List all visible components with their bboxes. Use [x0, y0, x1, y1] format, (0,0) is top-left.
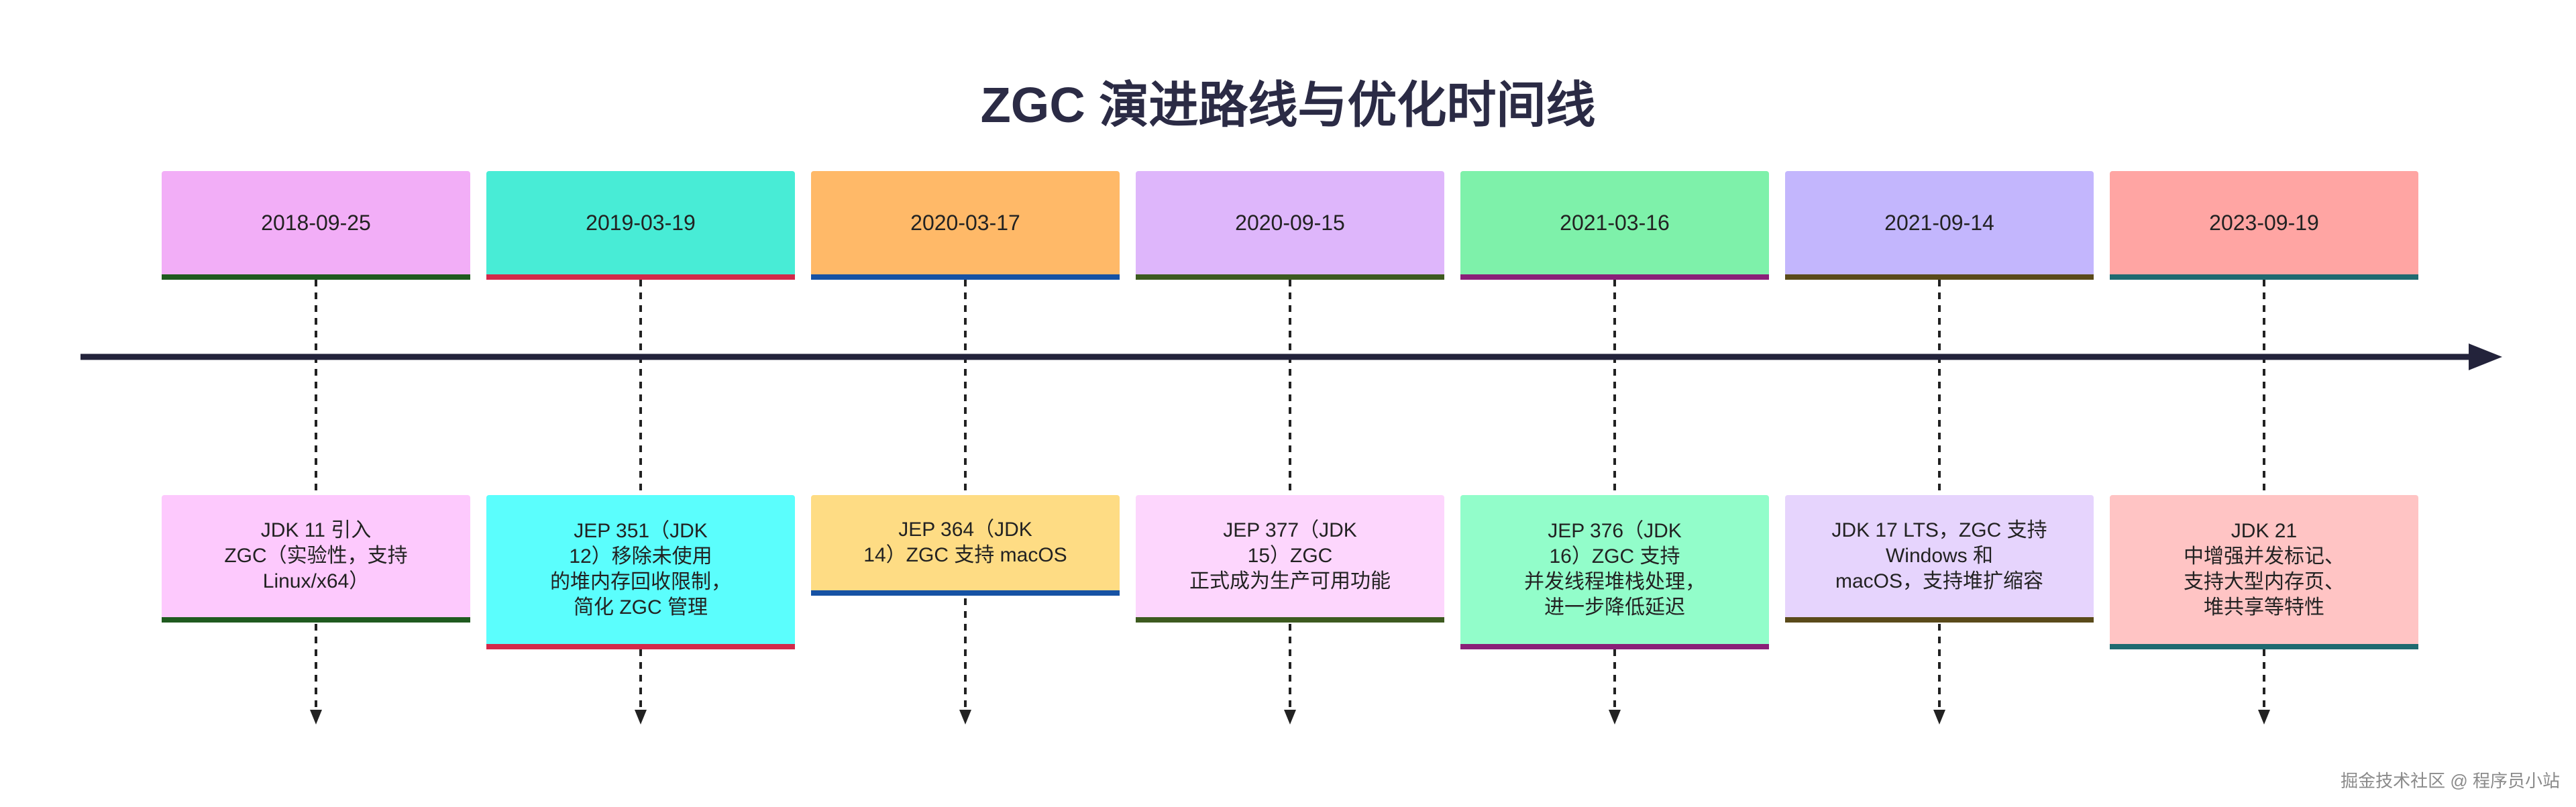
date-box: 2020-03-17 [811, 171, 1120, 280]
connector-arrowhead [310, 710, 322, 724]
connector-arrowhead [1933, 710, 1945, 724]
page-title: ZGC 演进路线与优化时间线 [980, 77, 1596, 133]
watermark: 掘金技术社区 @ 程序员小站 [2341, 771, 2560, 791]
date-box: 2020-09-15 [1136, 171, 1444, 280]
date-box: 2021-09-14 [1785, 171, 2094, 280]
connector-arrowhead [2258, 710, 2270, 724]
timeline-arrowhead [2469, 343, 2502, 370]
connector-arrowhead [635, 710, 647, 724]
event-box: JEP 364（JDK 14）ZGC 支持 macOS [811, 495, 1120, 596]
event-box: JDK 21 中增强并发标记、 支持大型内存页、 堆共享等特性 [2110, 495, 2418, 649]
date-box: 2023-09-19 [2110, 171, 2418, 280]
event-box: JEP 351（JDK 12）移除未使用 的堆内存回收限制， 简化 ZGC 管理 [486, 495, 795, 649]
date-box: 2019-03-19 [486, 171, 795, 280]
event-box: JDK 11 引入 ZGC（实验性，支持 Linux/x64） [162, 495, 470, 623]
event-box: JEP 376（JDK 16）ZGC 支持 并发线程堆栈处理， 进一步降低延迟 [1460, 495, 1769, 649]
date-box: 2018-09-25 [162, 171, 470, 280]
connector-arrowhead [1609, 710, 1621, 724]
date-box: 2021-03-16 [1460, 171, 1769, 280]
connector-arrowhead [959, 710, 971, 724]
event-box: JDK 17 LTS，ZGC 支持 Windows 和 macOS，支持堆扩缩容 [1785, 495, 2094, 623]
event-box: JEP 377（JDK 15）ZGC 正式成为生产可用功能 [1136, 495, 1444, 623]
connector-arrowhead [1284, 710, 1296, 724]
